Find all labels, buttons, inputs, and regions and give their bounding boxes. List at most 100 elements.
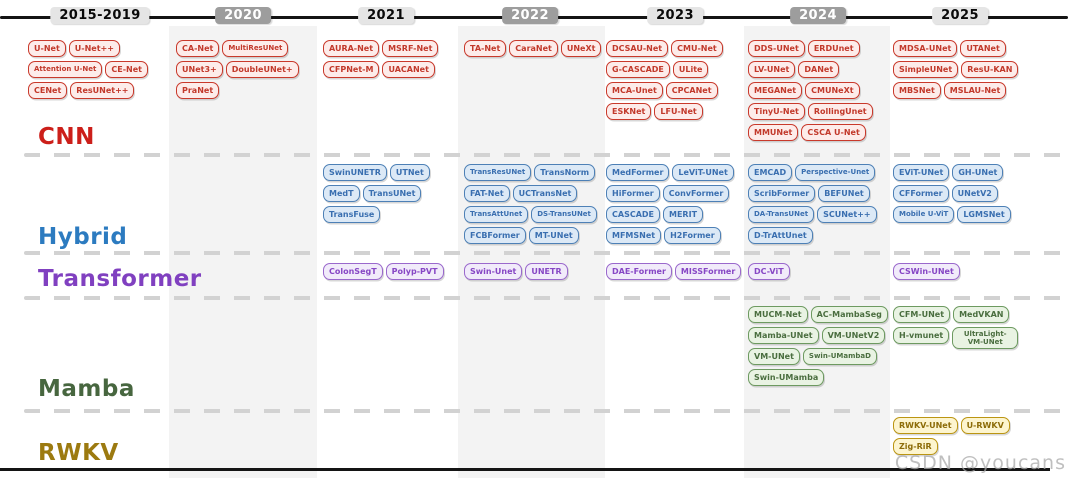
category-label-transformer: Transformer — [38, 266, 202, 292]
model-box-resu-kan: ResU-KAN — [961, 61, 1019, 78]
model-box-csca-u-net: CSCA U-Net — [801, 124, 866, 141]
model-box-levit-unet: LeViT-UNet — [672, 164, 734, 181]
model-box-h2former: H2Former — [664, 227, 721, 244]
model-box-utnet: UTNet — [389, 164, 430, 181]
model-box-u-net-: U-Net++ — [68, 40, 120, 57]
model-box-ce-net: CE-Net — [105, 61, 148, 78]
model-box-d-trattunet: D-TrAttUnet — [748, 227, 813, 244]
model-box-transfuse: TransFuse — [323, 206, 381, 223]
model-box-unet3-: UNet3+ — [176, 61, 223, 78]
model-box-transresunet: TransResUNet — [464, 164, 532, 181]
model-box-cmunext: CMUNeXt — [805, 82, 860, 99]
year-label-2024: 2024 — [790, 7, 846, 24]
model-box-ultralight-vm-unet: UltraLight-VM-UNet — [952, 327, 1019, 350]
year-label-2021: 2021 — [358, 7, 414, 24]
model-box-perspective-unet: Perspective-Unet — [795, 164, 876, 181]
model-box-unetv2: UNetV2 — [951, 185, 998, 202]
model-box-merit: MERIT — [663, 206, 704, 223]
model-box-scunet-: SCUNet++ — [817, 206, 877, 223]
model-box-emcad: EMCAD — [748, 164, 793, 181]
bottom-axis — [0, 468, 1050, 471]
model-box-uacanet: UACANet — [382, 61, 435, 78]
model-box-lv-unet: LV-UNet — [748, 61, 796, 78]
model-box-cfm-unet: CFM-UNet — [893, 306, 951, 323]
model-box-dae-former: DAE-Former — [606, 263, 672, 280]
model-box-danet: DANet — [798, 61, 840, 78]
model-box-swin-umambad: Swin-UMambaD — [802, 348, 877, 365]
row-divider-hybrid-transformer — [24, 251, 1068, 255]
model-box-mca-unet: MCA-Unet — [606, 82, 663, 99]
model-box-cenet: CENet — [28, 82, 68, 99]
model-box-polyp-pvt: Polyp-PVT — [385, 263, 444, 280]
model-box-attention-u-net: Attention U-Net — [28, 61, 103, 78]
model-box-convformer: ConvFormer — [662, 185, 730, 202]
model-box-mt-unet: MT-UNet — [528, 227, 579, 244]
model-box-cswin-unet: CSWin-UNet — [893, 263, 960, 280]
model-box-evit-unet: EViT-UNet — [893, 164, 950, 181]
category-label-hybrid: Hybrid — [38, 224, 128, 250]
model-box-medformer: MedFormer — [606, 164, 670, 181]
model-box-meganet: MEGANet — [748, 82, 803, 99]
model-box-ta-net: TA-Net — [464, 40, 507, 57]
model-box-fat-net: FAT-Net — [464, 185, 510, 202]
model-box-u-rwkv: U-RWKV — [960, 417, 1010, 434]
model-box-vm-unetv2: VM-UNetV2 — [821, 327, 886, 344]
model-box-mbsnet: MBSNet — [893, 82, 941, 99]
model-box-dc-vit: DC-ViT — [748, 263, 790, 280]
model-box-mmunet: MMUNet — [748, 124, 799, 141]
model-box-msrf-net: MSRF-Net — [382, 40, 439, 57]
model-box-esknet: ESKNet — [606, 103, 652, 120]
model-box-transunet: TransUNet — [362, 185, 422, 202]
year-label-2020: 2020 — [215, 7, 271, 24]
cell-transformer-2024: DC-ViT — [748, 263, 890, 280]
model-box-dcsau-net: DCSAU-Net — [606, 40, 669, 57]
model-box-g-cascade: G-CASCADE — [606, 61, 670, 78]
model-box-ulite: ULite — [672, 61, 709, 78]
model-box-mfmsnet: MFMSNet — [606, 227, 662, 244]
year-label-2022: 2022 — [502, 7, 558, 24]
model-box-zig-rir: Zig-RiR — [893, 438, 938, 455]
model-box-erdunet: ERDUnet — [807, 40, 860, 57]
model-box-mucm-net: MUCM-Net — [748, 306, 808, 323]
category-label-mamba: Mamba — [38, 376, 135, 402]
model-box-cpcanet: CPCANet — [665, 82, 718, 99]
model-box-h-vmunet: H-vmunet — [893, 327, 950, 344]
model-box-multiresunet: MultiResUNet — [222, 40, 289, 57]
model-box-fcbformer: FCBFormer — [464, 227, 526, 244]
model-box-transattunet: TransAttUnet — [464, 206, 529, 223]
model-box-cmu-net: CMU-Net — [671, 40, 723, 57]
model-box-utanet: UTANet — [960, 40, 1006, 57]
model-box-lfu-net: LFU-Net — [654, 103, 703, 120]
model-box-scribformer: ScribFormer — [748, 185, 816, 202]
category-label-rwkv: RWKV — [38, 440, 119, 466]
model-box-ds-transunet: DS-TransUNet — [531, 206, 597, 223]
model-box-vm-unet: VM-UNet — [748, 348, 800, 365]
model-box-transnorm: TransNorm — [534, 164, 596, 181]
model-box-caranet: CaraNet — [509, 40, 558, 57]
cell-transformer-2025: CSWin-UNet — [893, 263, 1035, 280]
model-box-cfpnet-m: CFPNet-M — [323, 61, 380, 78]
model-box-rwkv-unet: RWKV-UNet — [893, 417, 958, 434]
model-box-befunet: BEFUNet — [818, 185, 870, 202]
year-label-2023: 2023 — [647, 7, 703, 24]
model-box-swin-unet: Swin-Unet — [464, 263, 523, 280]
model-box-swin-umamba: Swin-UMamba — [748, 369, 825, 386]
model-box-tinyu-net: TinyU-Net — [748, 103, 805, 120]
model-box-unext: UNeXt — [560, 40, 602, 57]
row-divider-cnn-hybrid — [24, 153, 1068, 157]
model-box-medvkan: MedVKAN — [953, 306, 1010, 323]
model-box-cfformer: CFFormer — [893, 185, 949, 202]
model-box-gh-unet: GH-UNet — [952, 164, 1004, 181]
